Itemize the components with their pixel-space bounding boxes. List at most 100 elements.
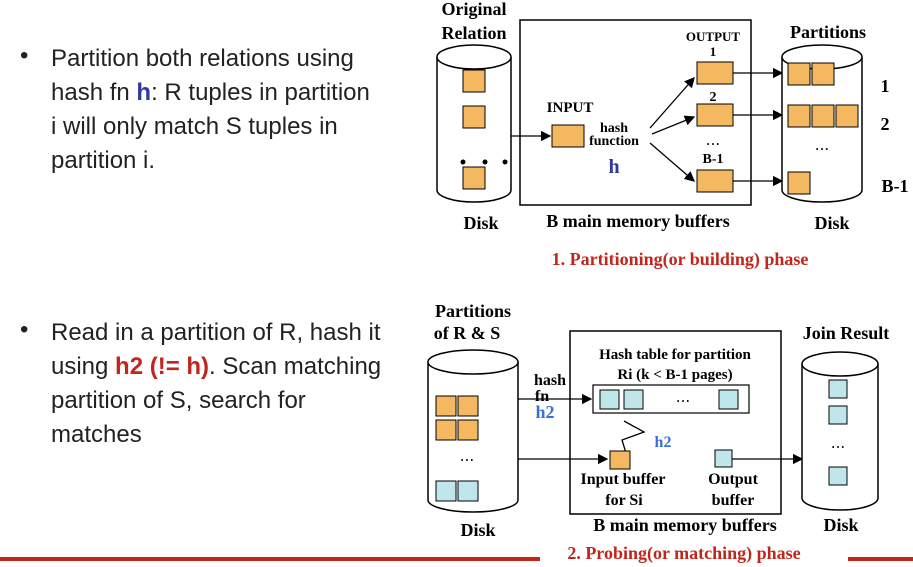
input-buffer bbox=[551, 124, 585, 148]
probing-diagram: Partitions of R & S Join Result • • • ha… bbox=[427, 301, 890, 564]
h2-mid-label: h2 bbox=[655, 434, 672, 451]
partition-page bbox=[787, 171, 811, 195]
partition-num-2: 2 bbox=[881, 114, 890, 134]
bottom-rule bbox=[0, 557, 540, 561]
input-buffer-label-1: Input buffer bbox=[581, 471, 666, 488]
arrow-hash-to-buf2 bbox=[651, 115, 696, 135]
output-buffer-2 bbox=[696, 103, 734, 127]
buffer-ellipsis: • • • bbox=[707, 140, 720, 149]
bullet2-line1: Read in a partition of R, hash it bbox=[51, 319, 381, 346]
relation-page bbox=[462, 166, 486, 190]
result-page bbox=[828, 379, 848, 399]
disk-cylinder-right-2 bbox=[801, 351, 879, 511]
ellipsis-dot bbox=[460, 159, 466, 165]
disk-label-left-2: Disk bbox=[460, 520, 495, 540]
result-ellipsis: • • • bbox=[832, 443, 845, 452]
bullet1-line2-pre: hash fn bbox=[51, 79, 137, 106]
partitioning-diagram: Original Relation Partitions OUTPUT 1 IN… bbox=[436, 0, 909, 270]
partition-page bbox=[787, 104, 811, 128]
buffer-num-b1: B-1 bbox=[703, 152, 724, 167]
r-partition-page bbox=[457, 419, 479, 441]
bullet2-line2-pre: using bbox=[51, 353, 116, 380]
bullet1-line1: Partition both relations using bbox=[51, 45, 354, 72]
phase1-label: 1. Partitioning(or building) phase bbox=[552, 249, 809, 270]
join-result-label: Join Result bbox=[803, 323, 890, 343]
partition-num-b1: B-1 bbox=[882, 176, 909, 196]
r-partition-page bbox=[435, 395, 457, 417]
disk-label-left: Disk bbox=[463, 213, 498, 233]
partition-page bbox=[811, 62, 835, 86]
buffer-num-2: 2 bbox=[710, 90, 717, 105]
s-partition-page bbox=[435, 480, 457, 502]
s-partition-page bbox=[457, 480, 479, 502]
bullet2-line2: using h2 (!= h). Scan matching bbox=[51, 350, 431, 384]
memory-buffers-label: B main memory buffers bbox=[546, 211, 729, 231]
bullet-marker: • bbox=[20, 42, 29, 69]
arrow-hash-to-bufb1 bbox=[649, 142, 695, 182]
phase2-label: 2. Probing(or matching) phase bbox=[567, 543, 800, 564]
hash-table-ellipsis: • • • bbox=[677, 397, 690, 406]
bullet2-line4: matches bbox=[51, 421, 142, 448]
partition-page bbox=[811, 104, 835, 128]
arrow-hash-to-buf1 bbox=[649, 77, 695, 129]
disk-cylinder-left bbox=[436, 44, 512, 203]
partition-page bbox=[835, 104, 859, 128]
output-buffer-label-2: buffer bbox=[712, 492, 755, 509]
bullet1-line2: hash fn h: R tuples in partition bbox=[51, 76, 431, 110]
output-buffer-label-1: Output bbox=[708, 471, 758, 488]
hash-fn-label-2: fn bbox=[535, 388, 549, 405]
main-memory-box-2 bbox=[569, 330, 782, 515]
hash-fn-h: h bbox=[136, 79, 152, 106]
function-label: function bbox=[589, 134, 639, 149]
r-partition-page bbox=[457, 395, 479, 417]
partition-page bbox=[787, 62, 811, 86]
bullet-partition-text: Partition both relations using hash fn h… bbox=[51, 42, 431, 178]
bullet-marker: • bbox=[20, 316, 29, 343]
output-label: OUTPUT bbox=[686, 29, 741, 44]
memory-buffers-label-2: B main memory buffers bbox=[593, 515, 776, 535]
bullet1-line2-post: : R tuples in partition bbox=[151, 79, 370, 106]
output-buffer-1 bbox=[696, 61, 734, 85]
hash-fn-h2: h2 (!= h) bbox=[115, 353, 210, 380]
partition-ellipsis: • • • bbox=[816, 145, 829, 154]
input-buffer-si bbox=[609, 450, 631, 470]
hash-fn-label-1: hash bbox=[534, 372, 566, 389]
hash-table-label-1: Hash table for partition bbox=[599, 347, 751, 363]
input-buffer-label-2: for Si bbox=[605, 492, 643, 509]
hash-table-page bbox=[718, 389, 739, 410]
bullet-probe-text: Read in a partition of R, hash it using … bbox=[51, 316, 431, 452]
partitions-rs-line2: of R & S bbox=[434, 323, 501, 343]
partitions-rs-line1: Partitions bbox=[435, 301, 511, 321]
input-label: INPUT bbox=[547, 100, 594, 116]
result-page bbox=[828, 466, 848, 486]
hash-table-page bbox=[599, 389, 620, 410]
relation-label: Relation bbox=[442, 23, 507, 43]
relation-page bbox=[462, 69, 486, 93]
r-partition-page bbox=[435, 419, 457, 441]
hash-label: hash bbox=[600, 121, 628, 136]
ellipsis-dot bbox=[502, 159, 508, 165]
disk-label-right: Disk bbox=[814, 213, 849, 233]
hash-fn-h-label: h bbox=[608, 156, 619, 178]
bullet2-line2-post: . Scan matching bbox=[209, 353, 382, 380]
bullet2-line3: partition of S, search for bbox=[51, 387, 306, 414]
hash-table-label-2: Ri (k < B-1 pages) bbox=[617, 367, 732, 383]
partition-ellipsis: • • • bbox=[461, 456, 474, 465]
hash-table-page bbox=[623, 389, 644, 410]
h2-probe-zigzag bbox=[621, 420, 646, 454]
buffer-num-1: 1 bbox=[710, 44, 717, 59]
original-label: Original bbox=[441, 0, 506, 19]
partitions-label: Partitions bbox=[790, 22, 866, 42]
disk-label-right-2: Disk bbox=[823, 515, 858, 535]
output-buffer-2 bbox=[714, 449, 733, 468]
output-buffer-b1 bbox=[696, 169, 734, 193]
relation-page bbox=[462, 105, 486, 129]
disk-cylinder-right bbox=[781, 44, 863, 203]
ellipsis-dot bbox=[482, 159, 488, 165]
bullet1-line4: partition i. bbox=[51, 147, 156, 174]
partition-num-1: 1 bbox=[881, 76, 890, 96]
result-page bbox=[828, 405, 848, 425]
h2-left-label: h2 bbox=[535, 402, 554, 422]
bullet1-line3: i will only match S tuples in bbox=[51, 113, 338, 140]
bottom-rule bbox=[848, 557, 913, 561]
